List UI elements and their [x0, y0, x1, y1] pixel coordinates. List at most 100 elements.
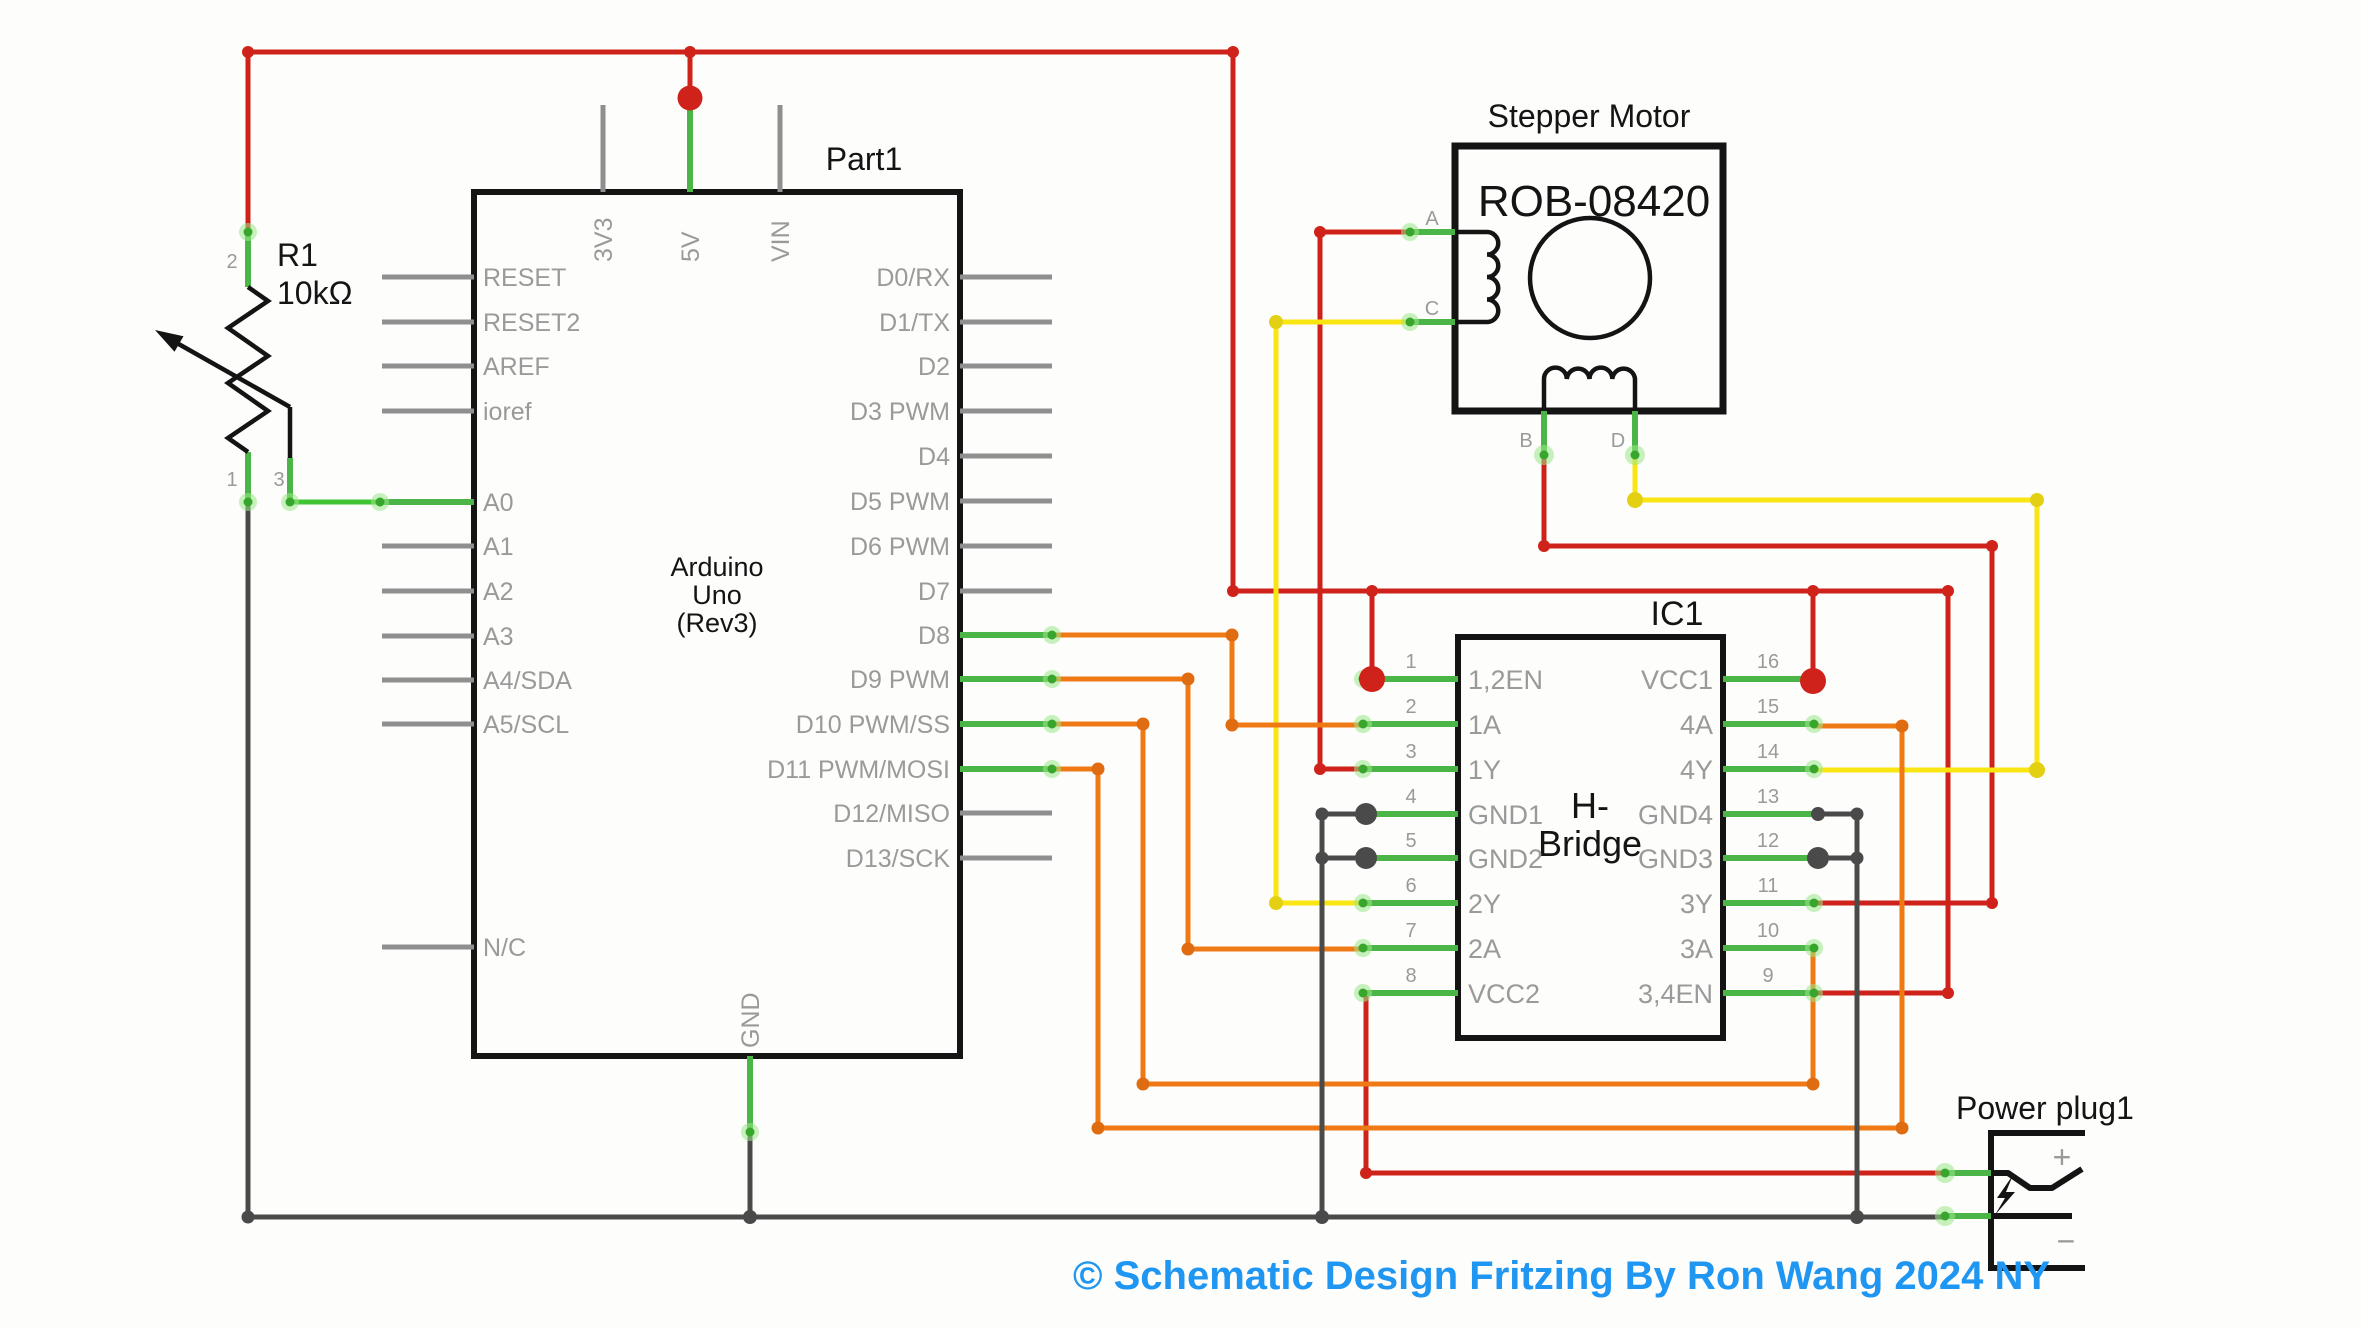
junction-dot — [1227, 46, 1239, 58]
stepper-motor[interactable]: Stepper Motor ROB-08420 A C B D — [1410, 98, 1727, 455]
num-pin11: 11 — [1758, 875, 1779, 897]
arduino-body[interactable] — [471, 189, 963, 1059]
arduino-name-line1: Arduino — [670, 552, 763, 582]
junction-dot — [1895, 719, 1909, 733]
wire-a-to-1y[interactable] — [1317, 229, 1410, 772]
label-gnd3: GND3 — [1638, 844, 1713, 874]
junction-dot — [241, 1210, 255, 1224]
wire-d11-to-4a[interactable] — [1052, 723, 1905, 1131]
num-pin14: 14 — [1757, 741, 1779, 763]
num-pin3: 3 — [1405, 741, 1416, 763]
label-4y: 4Y — [1680, 755, 1713, 785]
junction-dot — [1538, 540, 1550, 552]
potentiometer-r1[interactable]: R1 10kΩ 2 1 3 — [155, 232, 353, 502]
wire-gnd12[interactable] — [1319, 811, 1366, 1217]
junction-dot — [1366, 585, 1378, 597]
junction-dot — [1850, 807, 1864, 821]
wiper-line[interactable] — [166, 336, 292, 409]
ic1-designator: IC1 — [1651, 595, 1704, 633]
junction-dot — [1091, 1121, 1105, 1135]
wire-junctions — [241, 46, 2045, 1224]
junction-dot — [242, 46, 254, 58]
junction-dot — [1315, 851, 1329, 865]
junction-dot — [1895, 1121, 1909, 1135]
label-3y: 3Y — [1680, 889, 1713, 919]
stepper-coil-left — [1455, 229, 1501, 325]
num-pin5: 5 — [1405, 830, 1416, 852]
pot-pin3-number: 3 — [273, 469, 284, 491]
num-pin8: 8 — [1405, 965, 1416, 987]
arduino-name-line3: (Rev3) — [676, 608, 757, 638]
label-vin: VIN — [767, 220, 795, 262]
num-pin13: 13 — [1757, 786, 1779, 808]
minus-sign: − — [2057, 1223, 2076, 1259]
stepper-title: Stepper Motor — [1488, 98, 1691, 134]
junction-dot — [1360, 1167, 1372, 1179]
wire-d9-to-2a[interactable] — [1052, 676, 1363, 952]
num-pin7: 7 — [1405, 920, 1416, 942]
num-pin15: 15 — [1757, 696, 1779, 718]
label-d0: D0/RX — [876, 264, 950, 292]
wire-gnd43[interactable] — [1814, 811, 1860, 1217]
label-vcc2: VCC2 — [1468, 979, 1540, 1009]
junction-dot — [1227, 585, 1239, 597]
copyright-credit: © Schematic Design Fritzing By Ron Wang … — [1073, 1254, 2050, 1298]
label-d8: D8 — [918, 622, 950, 650]
num-pin9: 9 — [1762, 965, 1773, 987]
label-aref: AREF — [483, 353, 550, 381]
net-dot-vcc1 — [1800, 668, 1826, 694]
wire-d8-to-1a[interactable] — [1052, 632, 1363, 728]
label-d12: D12/MISO — [833, 800, 950, 828]
wires — [245, 49, 2040, 1220]
arduino-uno[interactable]: Part1 Arduino Uno (Rev3) 3V3 5V VIN GND … — [382, 98, 1052, 1132]
junction-dot — [1136, 1077, 1150, 1091]
junction-dot — [1986, 897, 1998, 909]
gnd3-terminal-dot — [1807, 847, 1829, 869]
lightning-bolt-icon — [1995, 1175, 2015, 1215]
junction-dot — [1986, 540, 1998, 552]
hbridge-ic1[interactable]: IC1 H- Bridge 1 2 3 4 5 6 7 8 16 15 14 1… — [1363, 595, 1814, 1041]
label-d9: D9 PWM — [850, 666, 950, 694]
num-pin1: 1 — [1405, 651, 1416, 673]
label-d11: D11 PWM/MOSI — [767, 756, 950, 784]
label-3v3: 3V3 — [590, 218, 618, 262]
plug-center-contact — [1991, 1166, 2084, 1191]
ic1-body[interactable] — [1455, 634, 1726, 1041]
net-dot-12en — [1359, 666, 1385, 692]
junction-dot — [743, 1210, 757, 1224]
wiper-arrowhead — [155, 330, 184, 352]
power-plug[interactable]: Power plug1 + − — [1945, 1090, 2134, 1271]
label-gnd: GND — [737, 992, 765, 1048]
label-2a: 2A — [1468, 934, 1501, 964]
junction-dot — [1225, 628, 1239, 642]
label-1a: 1A — [1468, 710, 1501, 740]
junction-dot — [1315, 1210, 1329, 1224]
label-2y: 2Y — [1468, 889, 1501, 919]
stepper-part-number: ROB-08420 — [1478, 177, 1710, 226]
label-d5: D5 PWM — [850, 488, 950, 516]
pot-designator: R1 — [277, 237, 318, 273]
junction-dot — [684, 46, 696, 58]
junction-dot — [1315, 807, 1329, 821]
junction-dot — [1314, 763, 1326, 775]
resistor-zigzag[interactable] — [224, 285, 272, 454]
num-pin6: 6 — [1405, 875, 1416, 897]
label-reset2: RESET2 — [483, 309, 580, 337]
gnd2-terminal-dot — [1355, 847, 1377, 869]
junction-dot — [1181, 672, 1195, 686]
label-d6: D6 PWM — [850, 533, 950, 561]
junction-dot — [1850, 1210, 1864, 1224]
junction-dot — [1942, 987, 1954, 999]
junction-dot — [1269, 896, 1283, 910]
label-a3: A3 — [483, 623, 514, 651]
label-gnd2: GND2 — [1468, 844, 1543, 874]
junction-dot — [1269, 315, 1283, 329]
net-dot-5v — [677, 85, 703, 111]
plug-frame[interactable] — [1988, 1130, 2085, 1271]
label-d13: D13/SCK — [846, 845, 951, 873]
label-d10: D10 PWM/SS — [796, 711, 950, 739]
label-nc: N/C — [483, 934, 526, 962]
junction-dot — [1807, 585, 1819, 597]
stepper-body[interactable] — [1451, 142, 1727, 415]
stepper-coil-bottom — [1541, 365, 1638, 411]
